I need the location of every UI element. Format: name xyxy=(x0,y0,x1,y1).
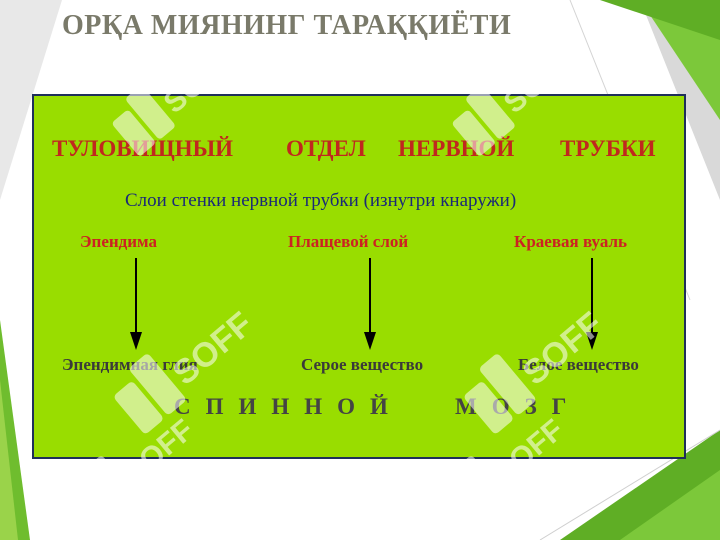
arrow-1 xyxy=(130,258,142,350)
result-white-matter: Белое вещество xyxy=(518,355,639,374)
heading-word-2: ОТДЕЛ xyxy=(286,136,366,161)
result-gray-matter: Серое вещество xyxy=(301,355,424,374)
layer-label-mantle: Плащевой слой xyxy=(288,232,409,251)
heading-word-4: ТРУБКИ xyxy=(560,136,656,161)
bottom-word-spinal: СПИННОЙ xyxy=(174,394,403,419)
layer-label-ependyma: Эпендима xyxy=(80,232,158,251)
subheading: Слои стенки нервной трубки (изнутри кнар… xyxy=(125,190,517,211)
layer-label-marginal: Краевая вуаль xyxy=(514,232,628,251)
bottom-word-cord: МОЗГ xyxy=(455,394,582,419)
content-panel: ТУЛОВИЩНЫЙ ОТДЕЛ НЕРВНОЙ ТРУБКИ Слои сте… xyxy=(32,94,686,459)
arrow-2 xyxy=(364,258,376,350)
result-ependymal-glia: Эпендимная глия xyxy=(62,355,198,374)
arrow-3 xyxy=(586,258,598,350)
arrows-layer xyxy=(130,258,598,350)
slide-title: ОРҚА МИЯНИНГ ТАРАҚҚИЁТИ xyxy=(62,10,512,41)
